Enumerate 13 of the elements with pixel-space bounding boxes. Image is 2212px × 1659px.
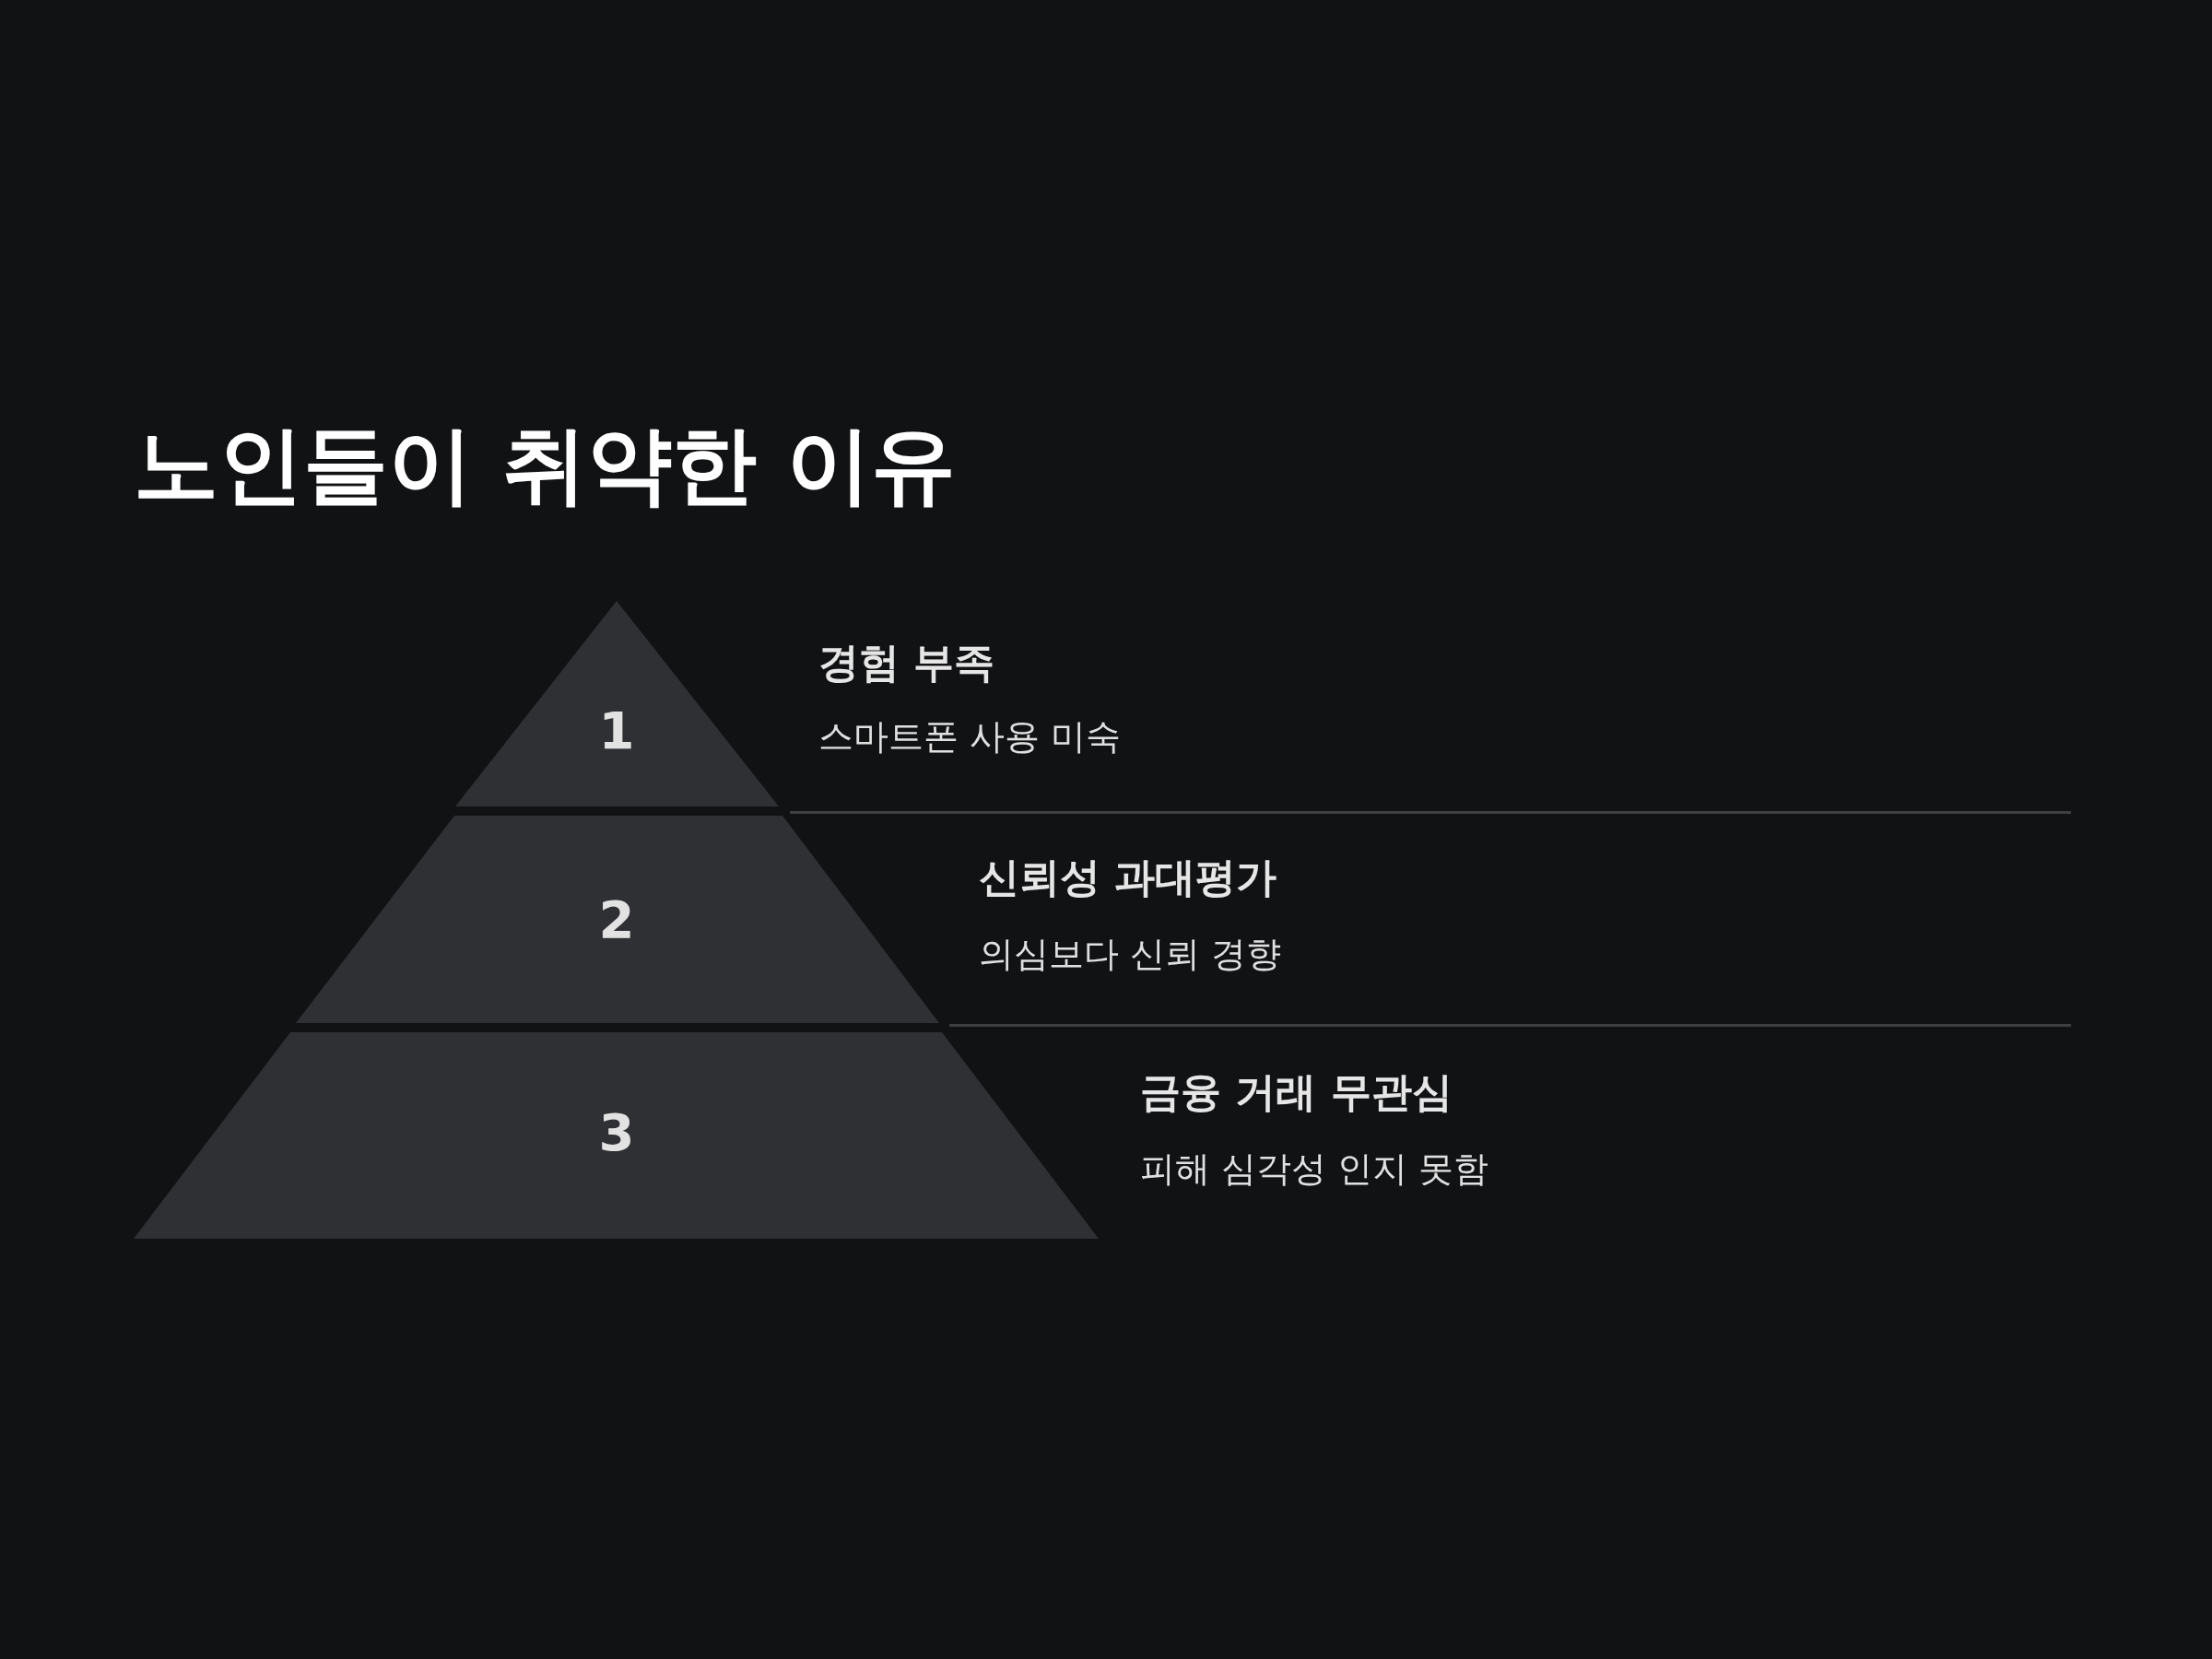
tier-heading: 경험 부족 [818, 638, 995, 688]
tier-description: 의심보다 신뢰 경향 [979, 934, 1282, 976]
slide-title: 노인들이 취약한 이유 [134, 415, 957, 516]
tier-number: 1 [598, 705, 635, 757]
tier-description: 스마트폰 사용 미숙 [818, 716, 1122, 759]
tier-heading: 금융 거래 무관심 [1140, 1067, 1453, 1117]
pyramid-top-triangle [455, 601, 779, 806]
pyramid-tier [296, 816, 939, 1023]
tier-number: 2 [598, 894, 635, 946]
tier-heading: 신뢰성 과대평가 [979, 853, 1277, 902]
tier-description: 피해 심각성 인지 못함 [1140, 1148, 1489, 1191]
pyramid-tier [134, 1032, 1099, 1239]
tier-number: 3 [598, 1107, 635, 1159]
